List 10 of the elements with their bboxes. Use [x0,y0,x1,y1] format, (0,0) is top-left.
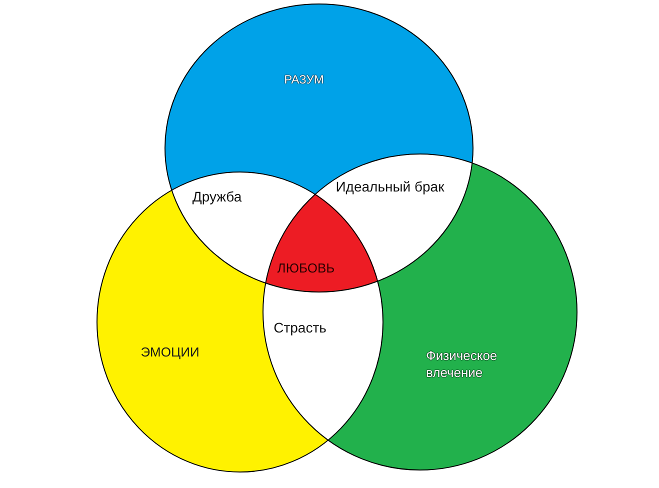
region-label: Дружба [192,188,242,206]
region-label: Страсть [274,319,326,336]
circle-label: РАЗУМ [284,72,324,88]
circle-label: ЭМОЦИИ [140,344,200,360]
overlap-region [266,194,378,292]
region-label: Идеальный брак [336,178,444,196]
region-label: ЛЮБОВЬ [277,259,335,276]
circle-label: Физическое влечение [426,347,498,381]
overlap-region [263,281,383,440]
venn-circle [263,154,577,470]
